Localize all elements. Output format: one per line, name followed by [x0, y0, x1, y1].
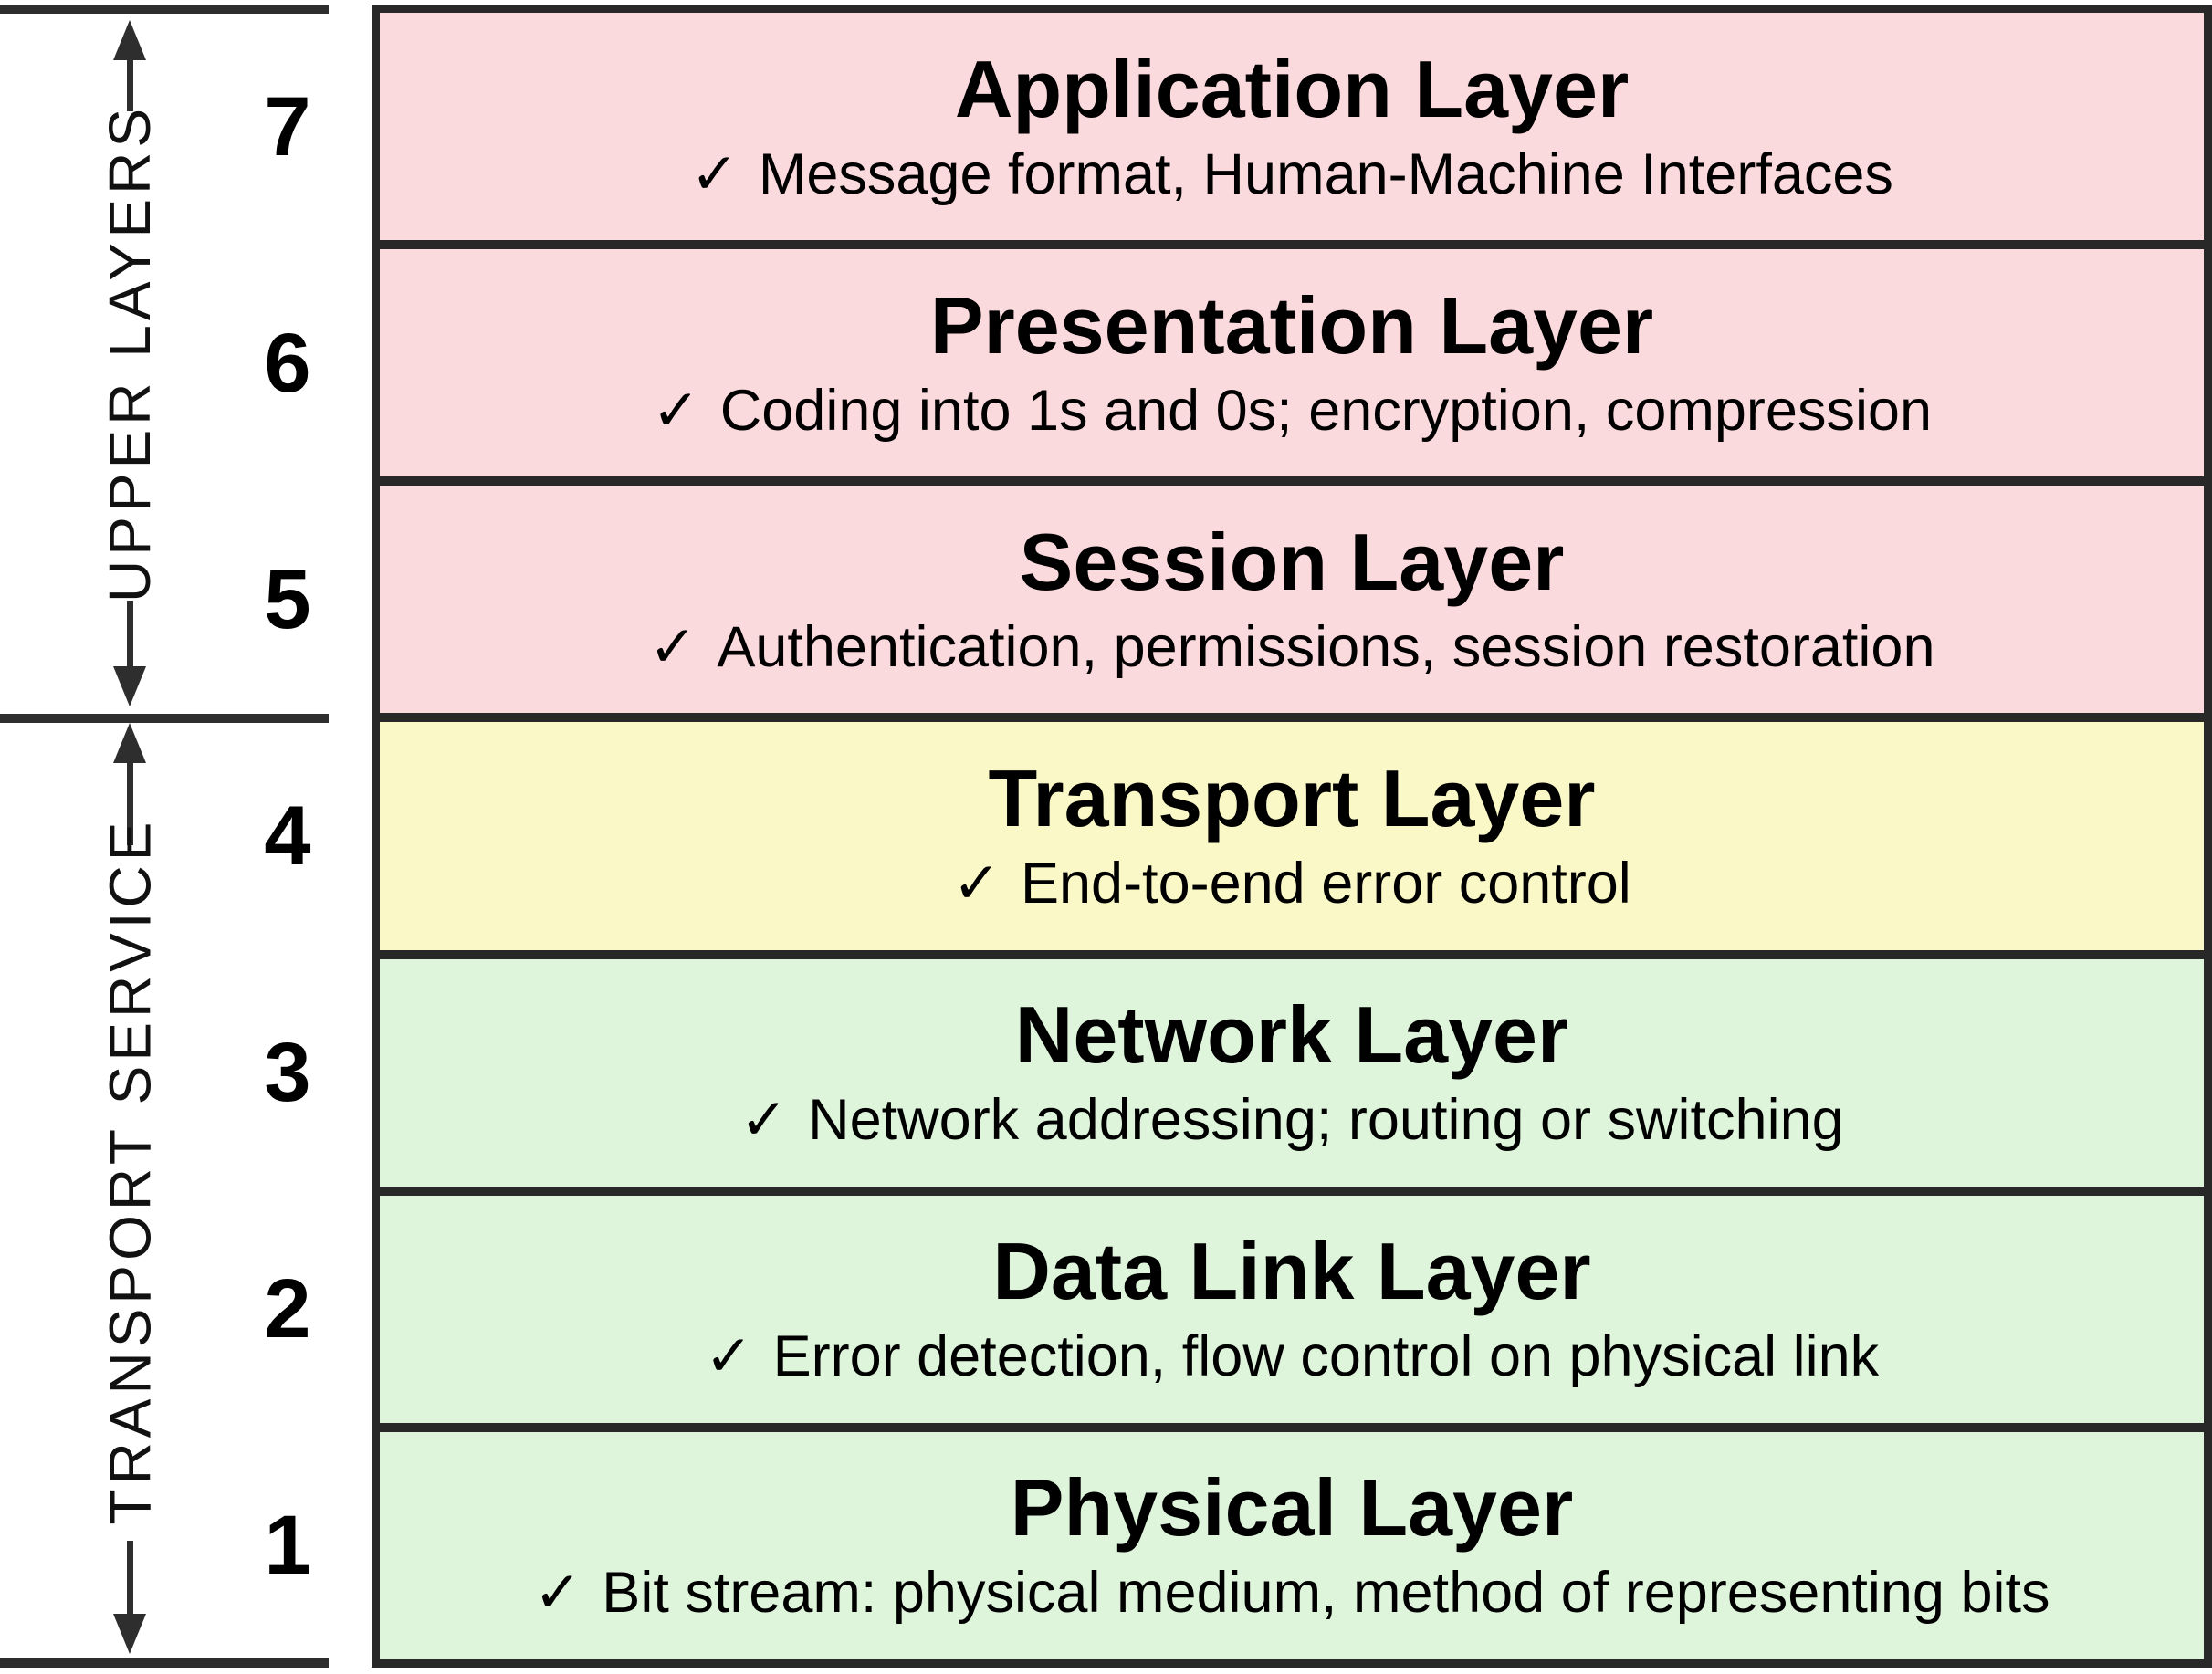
arrow-shaft [127, 55, 133, 111]
layer-title: Network Layer [1014, 989, 1569, 1081]
layer-desc: ✓ Coding into 1s and 0s; encryption, comp… [652, 377, 1932, 445]
layer-row-data-link: Data Link Layer ✓ Error detection, flow c… [380, 1195, 2204, 1432]
layer-desc: ✓ End-to-end error control [952, 850, 1631, 917]
arrow-up-icon [113, 723, 146, 763]
layer-number-3: 3 [264, 1026, 311, 1119]
rail-divider-top [0, 5, 329, 14]
layer-row-application: Application Layer ✓ Message format, Human… [380, 13, 2204, 250]
upper-layers-label: UPPER LAYERS [97, 103, 162, 602]
arrow-shaft [127, 601, 133, 668]
arrow-shaft [127, 758, 133, 845]
layer-row-network: Network Layer ✓ Network addressing; routi… [380, 958, 2204, 1196]
check-icon: ✓ [739, 1088, 789, 1153]
arrow-shaft [127, 1541, 133, 1616]
arrow-down-icon [113, 666, 146, 706]
layer-row-physical: Physical Layer ✓ Bit stream: physical med… [380, 1431, 2204, 1659]
layer-number-5: 5 [264, 553, 311, 646]
layer-title: Data Link Layer [992, 1226, 1591, 1317]
layer-number-1: 1 [264, 1499, 311, 1592]
layer-desc: ✓ Authentication, permissions, session re… [649, 613, 1935, 681]
layer-desc: ✓ Message format, Human-Machine Interface… [690, 141, 1893, 208]
layer-number-4: 4 [264, 790, 311, 883]
layer-desc-text: Coding into 1s and 0s; encryption, compr… [719, 378, 1933, 443]
check-icon: ✓ [704, 1324, 753, 1389]
check-icon: ✓ [690, 141, 739, 206]
layer-desc-text: End-to-end error control [1020, 851, 1631, 915]
layer-desc-text: Error detection, flow control on physica… [772, 1324, 1880, 1389]
layer-desc-text: Message format, Human-Machine Interfaces [758, 141, 1893, 206]
check-icon: ✓ [648, 614, 697, 679]
check-icon: ✓ [651, 378, 700, 443]
layer-stack: Application Layer ✓ Message format, Human… [372, 5, 2212, 1668]
layer-title: Transport Layer [988, 752, 1596, 843]
transport-service-label: TRANSPORT SERVICE [97, 817, 163, 1525]
layer-row-transport: Transport Layer ✓ End-to-end error contro… [380, 722, 2204, 959]
layer-title: Session Layer [1019, 516, 1565, 607]
layer-desc: ✓ Network addressing; routing or switchin… [739, 1086, 1843, 1154]
layer-title: Physical Layer [1010, 1462, 1574, 1554]
layer-title: Presentation Layer [929, 279, 1654, 371]
layer-title: Application Layer [954, 43, 1630, 134]
rail-divider-middle [0, 714, 329, 723]
rail-divider-bottom [0, 1658, 329, 1668]
check-icon: ✓ [533, 1561, 582, 1626]
layer-number-6: 6 [264, 317, 311, 410]
layer-desc: ✓ Bit stream: physical medium, method of … [534, 1559, 2050, 1627]
layer-row-presentation: Presentation Layer ✓ Coding into 1s and 0… [380, 249, 2204, 487]
layer-desc-text: Authentication, permissions, session res… [717, 614, 1935, 679]
layer-row-session: Session Layer ✓ Authentication, permissio… [380, 486, 2204, 723]
arrow-up-icon [113, 20, 146, 60]
layer-desc-text: Bit stream: physical medium, method of r… [602, 1561, 2050, 1626]
layer-number-7: 7 [264, 80, 311, 173]
layer-desc-text: Network addressing; routing or switching [808, 1088, 1844, 1153]
layer-desc: ✓ Error detection, flow control on physic… [705, 1323, 1879, 1390]
check-icon: ✓ [952, 851, 1001, 915]
arrow-down-icon [113, 1614, 146, 1654]
layer-number-2: 2 [264, 1262, 311, 1355]
